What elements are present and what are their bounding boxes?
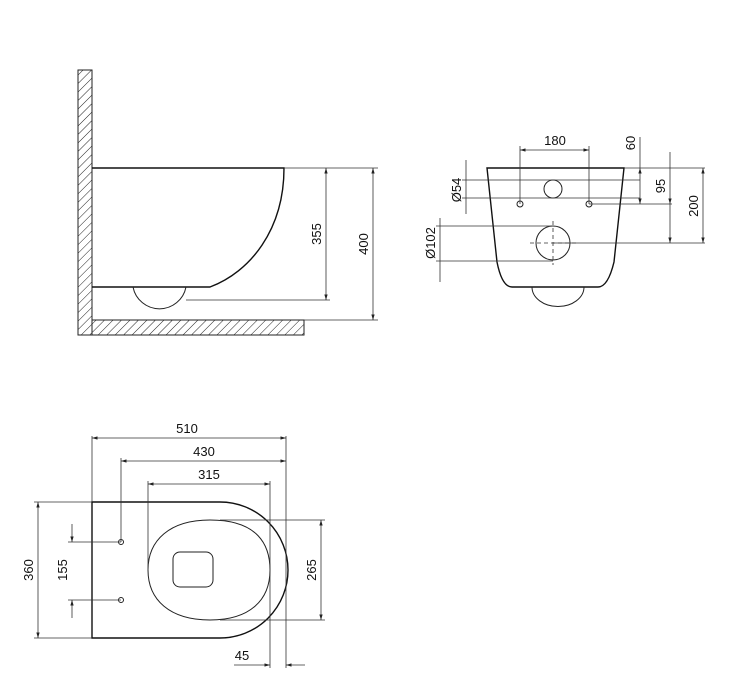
dim-label-60: 60 xyxy=(623,136,638,150)
rear-spud xyxy=(531,286,585,307)
dim-label-265: 265 xyxy=(304,559,319,581)
dim-label-355: 355 xyxy=(309,223,324,245)
toilet-side-outline xyxy=(92,167,285,288)
water-inlet-hole xyxy=(543,179,563,199)
rear-view: 180 60 95 200 Ø54 Ø102 xyxy=(423,133,705,307)
dim-label-360: 360 xyxy=(21,559,36,581)
wall-hatch xyxy=(77,69,93,336)
dim-label-155: 155 xyxy=(55,559,70,581)
dim-label-315: 315 xyxy=(198,467,220,482)
dim-label-180: 180 xyxy=(544,133,566,148)
toilet-rear-outline xyxy=(486,167,625,288)
dim-label-400: 400 xyxy=(356,233,371,255)
outlet-spud xyxy=(132,286,187,310)
dim-label-510: 510 xyxy=(176,421,198,436)
toilet-top-outline xyxy=(91,501,289,639)
dim-label-45: 45 xyxy=(235,648,249,663)
side-view: 355 400 xyxy=(77,69,378,336)
dim-label-430: 430 xyxy=(193,444,215,459)
dim-label-95: 95 xyxy=(653,179,668,193)
top-view: 510 430 315 360 155 265 45 xyxy=(21,421,325,668)
bowl-opening xyxy=(147,519,271,621)
dim-label-d102: Ø102 xyxy=(423,227,438,259)
dim-label-200: 200 xyxy=(686,195,701,217)
bowl-drain xyxy=(172,551,214,588)
floor-hatch xyxy=(91,319,305,336)
dim-label-d54: Ø54 xyxy=(449,178,464,203)
